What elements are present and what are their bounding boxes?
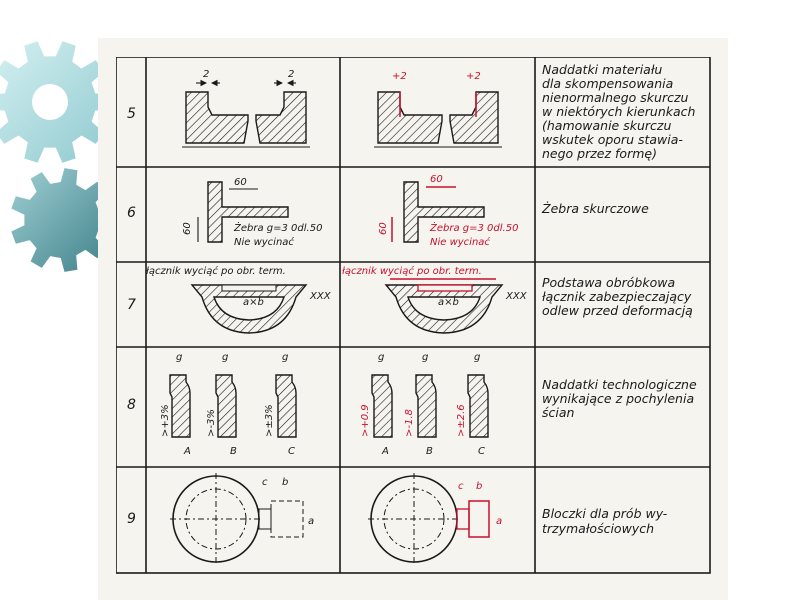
svg-text:nego przez formę): nego przez formę): [542, 146, 657, 161]
svg-text:B: B: [426, 446, 433, 457]
svg-text:Naddatki technologiczne: Naddatki technologiczne: [542, 377, 697, 392]
row-5-left-drawing: 2 2: [182, 69, 310, 148]
row-8-description: Naddatki technologiczne wynikające z poc…: [542, 377, 697, 420]
row-7-description: Podstawa obróbkowa łącznik zabezpieczają…: [542, 275, 693, 318]
svg-text:A: A: [183, 446, 191, 457]
svg-text:b: b: [282, 477, 288, 488]
svg-text:łącznik wyciąć po obr. term.: łącznik wyciąć po obr. term.: [342, 265, 482, 277]
row-7-left-drawing: łącznik wyciąć po obr. term. a×b XXX: [146, 265, 332, 334]
svg-text:g: g: [222, 352, 228, 363]
svg-text:>-1.8: >-1.8: [404, 409, 415, 437]
svg-text:c: c: [262, 477, 268, 488]
svg-text:w niektórych kierunkach: w niektórych kierunkach: [542, 104, 696, 119]
svg-text:wskutek oporu stawia-: wskutek oporu stawia-: [542, 132, 683, 147]
svg-text:odlew przed deformacją: odlew przed deformacją: [542, 303, 693, 318]
row-number-9: 9: [127, 511, 136, 527]
svg-text:b: b: [476, 481, 482, 492]
svg-text:>+3%: >+3%: [160, 404, 171, 437]
svg-text:A: A: [381, 446, 389, 457]
svg-text:nienormalnego skurczu: nienormalnego skurczu: [542, 90, 689, 105]
svg-text:wynikające z pochylenia: wynikające z pochylenia: [542, 391, 694, 406]
svg-text:g: g: [176, 352, 182, 363]
row-9-description: Bloczki dla prób wy- trzymałościowych: [542, 506, 668, 536]
row-9-left-drawing: c b a: [170, 473, 314, 565]
svg-text:>-3%: >-3%: [206, 409, 217, 437]
svg-text:Nie wycinać: Nie wycinać: [430, 236, 490, 248]
svg-text:Podstawa obróbkowa: Podstawa obróbkowa: [542, 275, 675, 290]
svg-text:(hamowanie skurczu: (hamowanie skurczu: [542, 118, 671, 133]
svg-text:2: 2: [203, 69, 209, 80]
row-8-left-drawing: g g g >+3% >-3% >±3% A B C: [160, 352, 297, 457]
row-5-right-drawing: +2 +2: [374, 71, 502, 148]
svg-text:C: C: [288, 446, 295, 457]
svg-text:+2: +2: [392, 71, 407, 82]
svg-text:a: a: [496, 516, 502, 527]
svg-text:60: 60: [182, 222, 193, 235]
svg-text:ścian: ścian: [542, 405, 575, 420]
svg-text:Bloczki dla prób wy-: Bloczki dla prób wy-: [542, 506, 668, 521]
gear-icon-bottom: [11, 168, 110, 272]
allowances-table: 5 6 7 8 9 Naddatki materiału dla skompen…: [116, 57, 711, 574]
svg-text:trzymałościowych: trzymałościowych: [542, 521, 654, 536]
svg-text:Żebra g=3 0dl.50: Żebra g=3 0dl.50: [233, 221, 322, 234]
svg-text:>±3%: >±3%: [264, 404, 275, 437]
row-8-right-drawing: g g g >+0.9 >-1.8 >±2.6 A B C: [360, 352, 489, 457]
svg-text:g: g: [422, 352, 428, 363]
svg-text:a: a: [308, 516, 314, 527]
svg-text:+2: +2: [466, 71, 481, 82]
svg-text:łącznik wyciąć po obr. term.: łącznik wyciąć po obr. term.: [146, 265, 286, 277]
svg-text:a×b: a×b: [438, 297, 459, 308]
row-number-8: 8: [127, 397, 136, 413]
gear-icon-top: [0, 41, 110, 163]
svg-text:g: g: [474, 352, 480, 363]
svg-text:B: B: [230, 446, 237, 457]
svg-text:60: 60: [430, 174, 443, 185]
svg-text:g: g: [282, 352, 288, 363]
svg-text:g: g: [378, 352, 384, 363]
svg-text:Nie wycinać: Nie wycinać: [234, 236, 294, 248]
svg-text:XXX: XXX: [505, 291, 528, 302]
svg-text:60: 60: [378, 222, 389, 235]
row-7-right-drawing: łącznik wyciąć po obr. term. a×b XXX: [342, 265, 528, 334]
svg-text:>±2.6: >±2.6: [456, 404, 467, 437]
svg-text:XXX: XXX: [309, 291, 332, 302]
svg-text:2: 2: [288, 69, 294, 80]
row-6-right-drawing: 60 60 Żebra g=3 0dl.50 Nie wycinać: [378, 174, 518, 248]
svg-text:>+0.9: >+0.9: [360, 404, 371, 437]
svg-text:łącznik zabezpieczający: łącznik zabezpieczający: [542, 289, 692, 304]
svg-text:60: 60: [234, 177, 247, 188]
svg-text:Żebra g=3 0dl.50: Żebra g=3 0dl.50: [429, 221, 518, 234]
row-5-description: Naddatki materiału dla skompensowania ni…: [542, 62, 696, 161]
row-number-7: 7: [127, 297, 136, 313]
row-6-left-drawing: 60 60 Żebra g=3 0dl.50 Nie wycinać: [182, 177, 322, 248]
gear-decoration: [0, 41, 110, 272]
svg-text:Naddatki materiału: Naddatki materiału: [542, 62, 662, 77]
row-9-right-drawing: c b a: [368, 473, 502, 565]
svg-text:dla skompensowania: dla skompensowania: [542, 76, 673, 91]
svg-text:a×b: a×b: [243, 297, 264, 308]
row-number-5: 5: [127, 106, 136, 122]
svg-text:C: C: [478, 446, 485, 457]
table-grid: [116, 57, 711, 574]
svg-text:c: c: [458, 481, 464, 492]
row-number-6: 6: [127, 205, 136, 221]
row-6-description: Żebra skurczowe: [541, 201, 649, 216]
